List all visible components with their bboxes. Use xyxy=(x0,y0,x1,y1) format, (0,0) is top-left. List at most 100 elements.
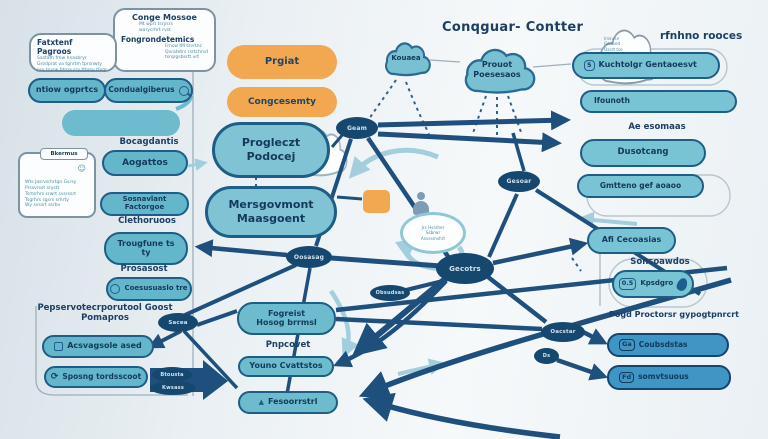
pill-label: Condualgiberus xyxy=(108,85,175,95)
pill-fesoorrstrl[interactable]: ▲ Fesoorrstrl xyxy=(238,391,338,414)
node-label-line1: Mersgovmont xyxy=(228,198,314,212)
pill-label: Afi Cecoasias xyxy=(601,235,662,245)
pill-label-line1: Trougfune ts xyxy=(117,238,175,248)
pill-label: Coesusuaslo tre xyxy=(124,284,188,293)
pill-label: Sposng tordsscoot xyxy=(62,371,142,381)
pill-label: Ifounoth xyxy=(594,96,630,106)
big-cloud-line1: Prouot xyxy=(481,60,513,69)
label-pnpcovet: Pnpcovet xyxy=(265,340,311,350)
pill-kpsdgro[interactable]: 0.5 Kpsdgro xyxy=(612,270,694,298)
ellipse-oosasag[interactable]: Oosasag xyxy=(286,246,332,268)
pill-label: Aogattos xyxy=(122,157,168,168)
pill-label: Coubsdstas xyxy=(638,339,688,349)
ellipse-label: Oosasag xyxy=(293,253,325,261)
label-sonsoawdos: Sonsoawdos xyxy=(630,257,690,267)
pill-sposng[interactable]: ⟳ Sposng tordsscoot xyxy=(44,366,148,388)
ellipse-sacea[interactable]: Sacea xyxy=(158,313,198,332)
pill-ntiow-ogprtcs[interactable]: ntiow ogprtcs xyxy=(28,78,106,103)
pill-label: Kpsdgro xyxy=(640,279,674,288)
info-box-top-note1: Mt wprt tsrysrs xyxy=(139,22,173,27)
pill-label: Sosnavlant Factorgoe xyxy=(122,195,167,211)
label-bocagdantis: Bocagdantis xyxy=(119,137,179,147)
label-prosasost: Prosasost xyxy=(120,264,168,274)
ellipse-label: Gesoar xyxy=(506,178,532,185)
pill-fogreist[interactable]: Fogreist Hosog brrmsl xyxy=(237,302,336,335)
ellipse-oacstar[interactable]: Oacstar xyxy=(541,322,585,342)
ellipse-label: Btousta xyxy=(160,371,184,378)
pill-coesusuaslo[interactable]: Coesusuaslo tre xyxy=(106,277,192,301)
glyph-badge: Ga xyxy=(619,339,635,351)
label-pogd-proctorsr: Pogd Proctorsr gypogtpnrcrt xyxy=(609,310,739,319)
pill-sosnavlant[interactable]: Sosnavlant Factorgoe xyxy=(100,192,189,216)
ellipse-geam[interactable]: Geam xyxy=(336,117,378,139)
info-box-left-title: Fatxtenf Pagroos xyxy=(37,38,73,56)
node-management[interactable]: Mersgovmont Maasgoent xyxy=(205,186,337,238)
pill-aogattos[interactable]: Aogattos xyxy=(102,150,188,176)
callout-line3: Tsrtsrhrs srwrt svsrssrt xyxy=(25,191,76,197)
assessment-ellipse: Jrs Hsrsher Ssbrwr Asvssmshrt xyxy=(400,212,466,254)
label-ae-esomaas: Ae esomaas xyxy=(628,122,686,132)
callout-line2: Prssvrsst srystt xyxy=(25,185,60,191)
node-label-line2: Podocej xyxy=(246,150,296,163)
info-box-left-line3: pro trusw btrga sry ttbrsy tfogr xyxy=(37,67,107,73)
pill-label: Youno Cvattstos xyxy=(249,361,323,371)
cloud-list-line: Ossrt tse xyxy=(604,46,623,52)
circle-icon xyxy=(110,284,121,294)
pill-gmtteno[interactable]: Gmtteno gef aoaoo xyxy=(577,174,704,198)
pill-label-line1: Fogreist xyxy=(267,308,306,318)
ellipse-hub-gecotrs[interactable]: Gecotrs xyxy=(436,253,494,284)
orange-square[interactable] xyxy=(363,190,390,213)
pill-dusotcang[interactable]: Dusotcang xyxy=(580,139,706,167)
info-box-top: Conge Mossoe Mt wprt tsrysrs warycrhrt r… xyxy=(113,8,216,72)
ellipse-line: Ssbrwr xyxy=(425,230,441,236)
node-label-line1: Progleczt xyxy=(241,136,301,150)
ellipse-gesoar[interactable]: Gesoar xyxy=(498,171,540,192)
info-box-top-line3: tsrqrgsbsrtt vrt xyxy=(165,55,199,61)
ellipse-kwsass[interactable]: Kwsass xyxy=(150,381,196,395)
pill-trougfune[interactable]: Trougfune ts ty xyxy=(104,232,188,265)
number-badge: 5 xyxy=(584,59,595,72)
pill-blank[interactable] xyxy=(62,110,180,136)
pill-condualgiberus[interactable]: Condualgiberus xyxy=(104,78,193,103)
big-cloud-shape xyxy=(464,48,536,94)
cloud-list-line: Gsrtsed xyxy=(604,41,621,47)
ellipse-btousta[interactable]: Btousta xyxy=(152,367,192,382)
triangle-icon: ▲ xyxy=(258,397,264,406)
pill-label-line2: ty xyxy=(141,247,151,257)
label-line1: Pepservotecrporutool Goost xyxy=(37,303,173,313)
callout-line4: Tsgrhrs sgsrs srhrty xyxy=(25,197,69,203)
pill-kuchtolgr[interactable]: 5 Kuchtolgr Gentaoesvt xyxy=(572,52,720,79)
big-cloud-label: Prouot Poesesaos xyxy=(462,60,532,79)
pill-afi-cecoasias[interactable]: Afi Cecoasias xyxy=(587,227,676,254)
pill-coubsdstas[interactable]: Ga Coubsdstas xyxy=(607,333,729,357)
pill-acsvagsole[interactable]: Acsvagsole ased xyxy=(42,335,154,358)
ellipse-label: Gecotrs xyxy=(449,264,481,273)
ellipse-label: Ds xyxy=(542,353,551,359)
ellipse-label: Kwsass xyxy=(162,385,184,391)
pill-label: Prgiat xyxy=(264,56,300,68)
ellipse-label: Geam xyxy=(346,124,368,132)
ellipse-label: Obsudsas xyxy=(375,290,405,296)
number-badge: 0.5 xyxy=(618,278,637,290)
pill-ifounoth[interactable]: Ifounoth xyxy=(580,90,737,113)
ellipse-ds[interactable]: Ds xyxy=(534,348,559,364)
glyph-badge: Fd xyxy=(619,371,635,384)
ellipse-label: Sacea xyxy=(168,319,188,326)
pill-prgiat[interactable]: Prgiat xyxy=(227,45,337,79)
info-box-top-title: Conge Mossoe xyxy=(132,13,197,22)
ellipse-label: Oacstar xyxy=(550,329,576,335)
label-rfnhno-rooces: rfnhno rooces xyxy=(660,30,743,42)
refresh-icon: ⟳ xyxy=(50,371,59,382)
dashed-connectors xyxy=(255,79,582,272)
pill-congcesemty[interactable]: Congcesemty xyxy=(227,87,337,117)
node-project[interactable]: Progleczt Podocej xyxy=(212,122,330,178)
label-line2: Pomapros xyxy=(81,313,129,324)
pill-label: Dusotcang xyxy=(617,147,669,158)
pill-somvtsuous[interactable]: Fd somvtsuous xyxy=(607,365,731,390)
pill-youno[interactable]: Youno Cvattstos xyxy=(238,356,334,377)
big-cloud-line2: Poesesaos xyxy=(473,69,521,79)
ellipse-obsudsas[interactable]: Obsudsas xyxy=(370,285,410,301)
person-icon xyxy=(412,192,430,216)
small-cloud-label: Kouaea xyxy=(391,54,421,62)
